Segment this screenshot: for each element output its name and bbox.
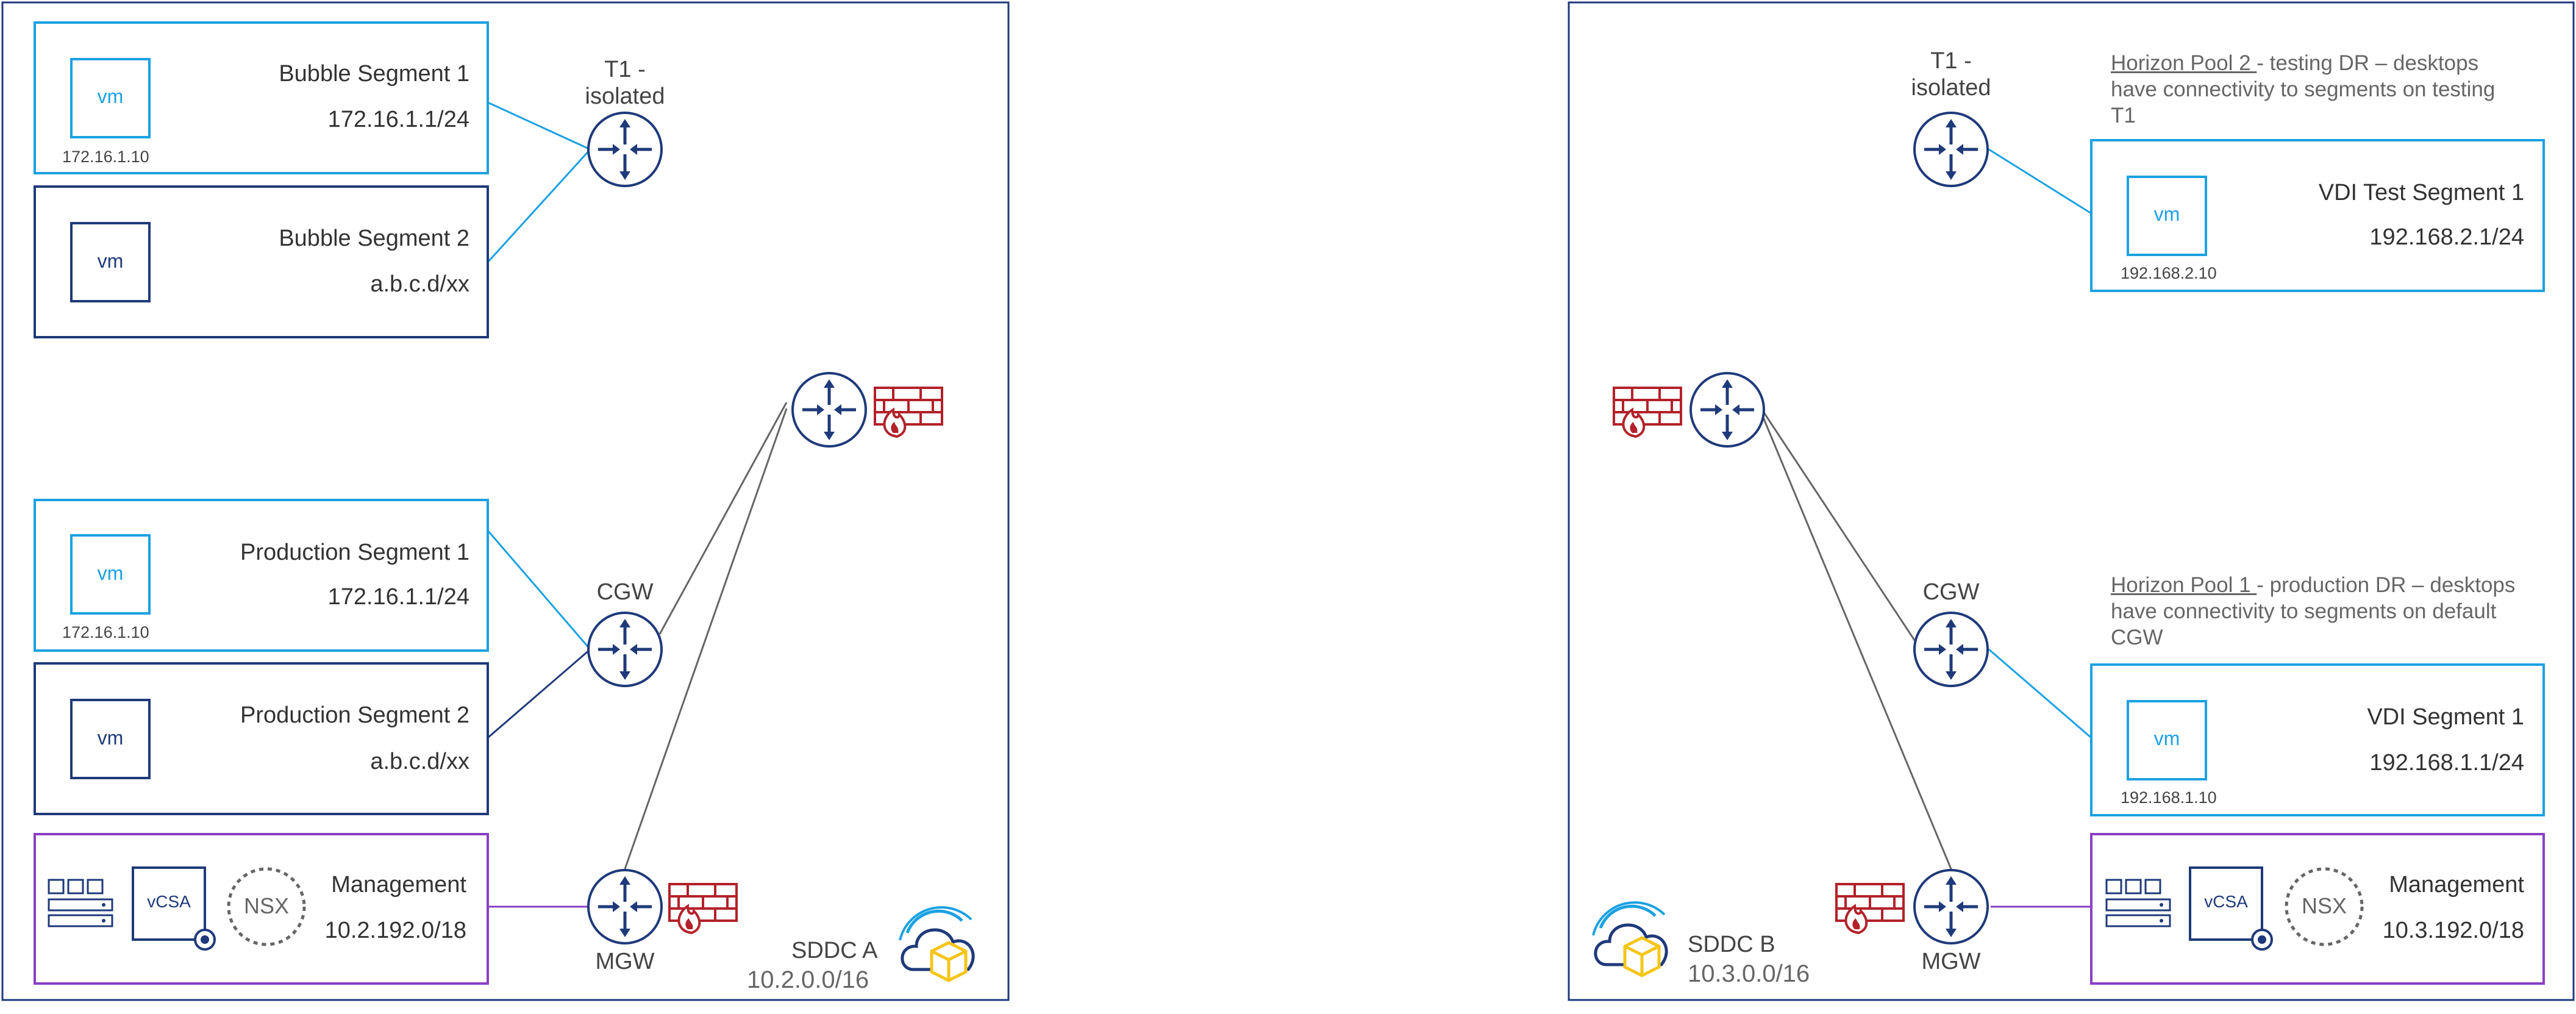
cgw-label: CGW bbox=[1922, 579, 1980, 605]
edge-router-icon bbox=[793, 373, 866, 446]
mgw-router-icon bbox=[1914, 870, 1988, 943]
segment-subnet: a.b.c.d/xx bbox=[370, 271, 469, 297]
vm-icon bbox=[70, 222, 151, 302]
vm-icon bbox=[70, 699, 151, 779]
nsx-icon bbox=[227, 867, 306, 946]
segment-box-vdi-1 bbox=[2090, 663, 2545, 816]
segment-subnet: 192.168.2.1/24 bbox=[2369, 224, 2524, 250]
link-cgw-vdi bbox=[1988, 648, 2092, 739]
vm-label: vm bbox=[97, 562, 124, 584]
link-cgw-edge bbox=[658, 402, 788, 635]
nsx-label: NSX bbox=[243, 893, 290, 918]
vcsa-label: vCSA bbox=[147, 892, 191, 911]
segment-box-bubble-2 bbox=[34, 185, 489, 338]
vm-label: vm bbox=[97, 250, 124, 272]
horizon-pool-1-title: Horizon Pool 1 bbox=[2111, 573, 2257, 597]
vm-ip: 192.168.2.10 bbox=[2121, 264, 2217, 282]
segment-name: Production Segment 1 bbox=[240, 540, 469, 565]
segment-box-management-a bbox=[34, 833, 489, 985]
vm-ip: 172.16.1.10 bbox=[62, 623, 149, 641]
vm-icon bbox=[2127, 176, 2207, 256]
esxi-host-icon bbox=[48, 879, 113, 927]
segment-box-production-1 bbox=[34, 499, 489, 652]
segment-name: Bubble Segment 2 bbox=[279, 226, 469, 251]
segment-box-management-b bbox=[2090, 833, 2545, 985]
t1-label: T1 - isolated bbox=[585, 57, 665, 109]
link-prod2-cgw bbox=[487, 648, 591, 739]
segment-name: Production Segment 2 bbox=[240, 702, 469, 728]
segment-subnet: 172.16.1.1/24 bbox=[327, 584, 469, 610]
link-mgw-edge bbox=[624, 408, 788, 869]
segment-box-production-2 bbox=[34, 662, 489, 815]
cgw-router-icon bbox=[1914, 613, 1988, 686]
vcsa-label: vCSA bbox=[2204, 892, 2248, 911]
management-subnet: 10.2.192.0/18 bbox=[324, 918, 466, 943]
t1-label: T1 - isolated bbox=[1911, 48, 1991, 101]
mgw-router-icon bbox=[588, 870, 662, 943]
vm-label: vm bbox=[2153, 727, 2180, 749]
edge-firewall-icon bbox=[874, 387, 943, 438]
sddc-cidr: 10.2.0.0/16 bbox=[747, 966, 869, 993]
vm-label: vm bbox=[97, 85, 124, 107]
horizon-pool-2-title: Horizon Pool 2 bbox=[2111, 51, 2257, 75]
vm-label: vm bbox=[2153, 203, 2180, 225]
mgw-firewall-icon bbox=[668, 883, 738, 934]
link-prod1-cgw bbox=[487, 530, 591, 650]
nsx-label: NSX bbox=[2301, 893, 2347, 918]
cgw-label: CGW bbox=[596, 579, 654, 605]
segment-name: Bubble Segment 1 bbox=[279, 61, 469, 87]
horizon-pool-2-note: Horizon Pool 2 - testing DR – desktops h… bbox=[2111, 50, 2525, 129]
sddc-a-frame bbox=[1, 1, 1010, 1001]
segment-name: VDI Segment 1 bbox=[2367, 704, 2524, 730]
edge-firewall-icon bbox=[1613, 387, 1682, 438]
segment-subnet: 192.168.1.1/24 bbox=[2369, 750, 2524, 776]
link-edge-cgw bbox=[1761, 409, 1922, 650]
segment-box-vdi-test-1 bbox=[2090, 139, 2545, 292]
sddc-name: SDDC B bbox=[1688, 932, 1775, 957]
mgw-label: MGW bbox=[1921, 949, 1981, 974]
t1-router-icon bbox=[1914, 113, 1988, 186]
cgw-router-icon bbox=[588, 613, 662, 686]
segment-subnet: 172.16.1.1/24 bbox=[327, 107, 469, 132]
segment-subnet: a.b.c.d/xx bbox=[370, 749, 469, 774]
management-subnet: 10.3.192.0/18 bbox=[2382, 918, 2524, 943]
sddc-b-frame bbox=[1568, 1, 2575, 1001]
vm-ip: 172.16.1.10 bbox=[62, 148, 149, 166]
link-bubble2-t1 bbox=[487, 148, 591, 263]
vmc-cloud-icon bbox=[1593, 902, 1666, 976]
sddc-name: SDDC A bbox=[791, 938, 878, 963]
vm-icon bbox=[70, 58, 151, 138]
segment-name: VDI Test Segment 1 bbox=[2318, 180, 2524, 205]
link-t1-vditest bbox=[1988, 148, 2092, 215]
link-edge-mgw bbox=[1761, 414, 1953, 873]
nsx-icon bbox=[2285, 867, 2364, 946]
mgw-label: MGW bbox=[595, 949, 655, 974]
vm-label: vm bbox=[97, 727, 124, 749]
horizon-pool-1-note: Horizon Pool 1 - production DR – desktop… bbox=[2111, 572, 2525, 651]
horizon-pool-2-text: - testing DR – desktops have connectivit… bbox=[2111, 51, 2496, 127]
management-name: Management bbox=[2389, 872, 2524, 898]
vm-icon bbox=[2127, 700, 2207, 780]
vmc-cloud-icon bbox=[900, 907, 973, 980]
horizon-pool-1-text: - production DR – desktops have connecti… bbox=[2111, 573, 2516, 649]
edge-router-icon bbox=[1691, 373, 1764, 446]
vm-ip: 192.168.1.10 bbox=[2121, 788, 2217, 807]
link-bubble1-t1 bbox=[487, 101, 591, 151]
segment-box-bubble-1 bbox=[34, 21, 489, 174]
sddc-cidr: 10.3.0.0/16 bbox=[1688, 960, 1810, 987]
management-name: Management bbox=[331, 872, 466, 898]
t1-router-icon bbox=[588, 113, 662, 186]
vm-icon bbox=[70, 534, 151, 615]
mgw-firewall-icon bbox=[1835, 883, 1905, 934]
esxi-host-icon bbox=[2105, 879, 2171, 927]
